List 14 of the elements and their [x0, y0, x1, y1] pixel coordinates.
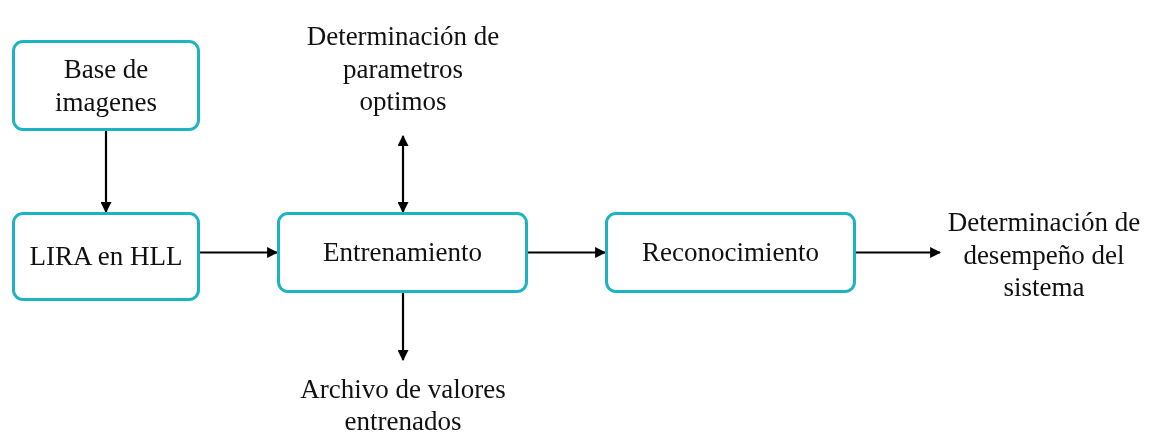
arrow — [100, 131, 112, 214]
box-label: Reconocimiento — [642, 236, 819, 269]
arrow — [856, 247, 942, 258]
arrow — [200, 247, 279, 258]
process-box — [605, 212, 856, 293]
process-box — [12, 212, 200, 301]
arrow — [397, 293, 409, 362]
arrow — [528, 247, 607, 258]
box-label: LIRA en HLL — [29, 240, 183, 273]
process-box — [12, 40, 200, 131]
arrow — [397, 134, 409, 214]
box-label: Entrenamiento — [323, 236, 482, 269]
box-label: Base de imagenes — [54, 53, 158, 118]
process-box — [277, 212, 528, 293]
